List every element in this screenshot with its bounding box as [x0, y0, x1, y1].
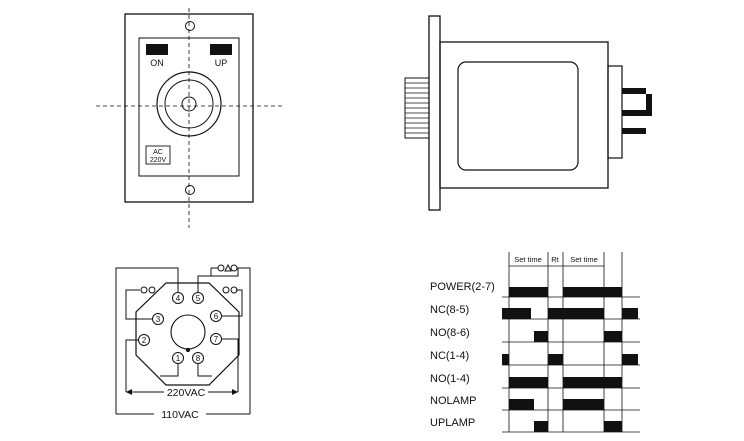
contact-nc-icon [148, 286, 156, 294]
power-pulse [509, 287, 548, 297]
pin-2-circle [138, 334, 150, 346]
pin-3-circle [152, 313, 164, 325]
voltage-220-label: 220VAC [167, 387, 206, 399]
pin-2-number: 2 [142, 336, 147, 345]
nc14-pulse [622, 354, 638, 365]
socket-key-dot [185, 347, 191, 353]
wire-pin5-outer [197, 267, 251, 414]
nc85-pulse [502, 308, 531, 319]
no14-pulse [509, 377, 548, 388]
socket-octagon [135, 282, 240, 386]
pin-4-circle [172, 292, 184, 304]
signal-uplamp: UPLAMP [430, 417, 475, 429]
header-set-time-1: Set time [514, 255, 542, 264]
signal-no86: NO(8-6) [430, 327, 470, 339]
signal-power: POWER(2-7) [430, 281, 495, 293]
knob-outer-ring [156, 71, 222, 137]
lamp-contact-icon [217, 264, 225, 272]
header-set-time-2: Set time [570, 255, 598, 264]
up-indicator-lamp [210, 44, 232, 55]
no86-pulse [534, 331, 548, 342]
side-view [404, 15, 623, 211]
signal-nc85: NC(8-5) [430, 304, 469, 316]
knob-inner-ring [164, 79, 214, 129]
voltage-label-box [145, 145, 171, 165]
lamp-triangle-icon [224, 263, 232, 272]
nc14-pulse [502, 354, 509, 365]
wire-pin4-outer [115, 267, 179, 414]
up-label: UP [215, 58, 228, 68]
voltage-label-line2: 220V [150, 157, 167, 164]
pin-6-circle [210, 310, 222, 322]
pin-1-circle [172, 352, 184, 364]
nc14-pulse [548, 354, 563, 365]
contact-no-icon [222, 286, 230, 294]
pin [622, 110, 646, 116]
nolamp-pulse [563, 399, 604, 410]
voltage-110-label: 110VAC [161, 409, 199, 421]
lamp-contact-icon [230, 264, 238, 272]
pin-1-number: 1 [176, 354, 181, 363]
pin-3-number: 3 [156, 315, 161, 324]
voltage-label-line1: AC [153, 149, 163, 156]
side-flange [428, 15, 441, 211]
pin-7-number: 7 [214, 335, 219, 344]
side-pins [622, 88, 652, 134]
signal-nc14: NC(1-4) [430, 350, 469, 362]
contact-nc-icon [140, 286, 148, 294]
wire-pin2 [125, 339, 138, 392]
no86-pulse [604, 331, 622, 342]
uplamp-pulse [604, 421, 622, 432]
pin-key [646, 94, 652, 116]
wire-pin8 [197, 364, 212, 377]
wiring-diagram [115, 263, 251, 415]
wire-pin3-contact [125, 289, 152, 320]
power-pulse [563, 287, 622, 297]
contact-no-icon [230, 286, 238, 294]
pin-5-circle [192, 292, 204, 304]
top-screw-icon [185, 21, 195, 31]
wire-pin7 [222, 338, 239, 392]
socket-base [607, 65, 623, 159]
no14-pulse [563, 377, 622, 388]
side-body [439, 41, 609, 189]
front-panel-outline [124, 13, 254, 203]
pin-8-number: 8 [196, 354, 201, 363]
on-indicator-lamp [146, 44, 168, 55]
on-label: ON [150, 58, 164, 68]
pin [622, 128, 646, 134]
arrow-right-icon [232, 389, 238, 395]
signal-no14: NO(1-4) [430, 373, 470, 385]
timing-chart: Set time Rt Set time [430, 252, 640, 433]
arrow-left-icon [126, 389, 132, 395]
pin-6-number: 6 [214, 312, 219, 321]
nc85-pulse [622, 308, 638, 319]
nc85-pulse [548, 308, 604, 319]
socket-center-hole [170, 314, 206, 350]
header-rt: Rt [551, 255, 559, 264]
pin-4-number: 4 [176, 294, 181, 303]
knob-shaft [181, 96, 197, 112]
bottom-screw-icon [185, 185, 195, 195]
wire-pin6-contact [222, 289, 243, 317]
nolamp-pulse [509, 399, 534, 410]
pin-7-circle [210, 333, 222, 345]
wire-pin1 [160, 364, 179, 377]
side-label-window [457, 61, 579, 171]
pin [622, 88, 646, 94]
front-view [96, 8, 284, 228]
pin-8-circle [192, 352, 204, 364]
uplamp-pulse [534, 421, 548, 432]
signal-nolamp: NOLAMP [430, 395, 476, 407]
pin-5-number: 5 [196, 294, 201, 303]
